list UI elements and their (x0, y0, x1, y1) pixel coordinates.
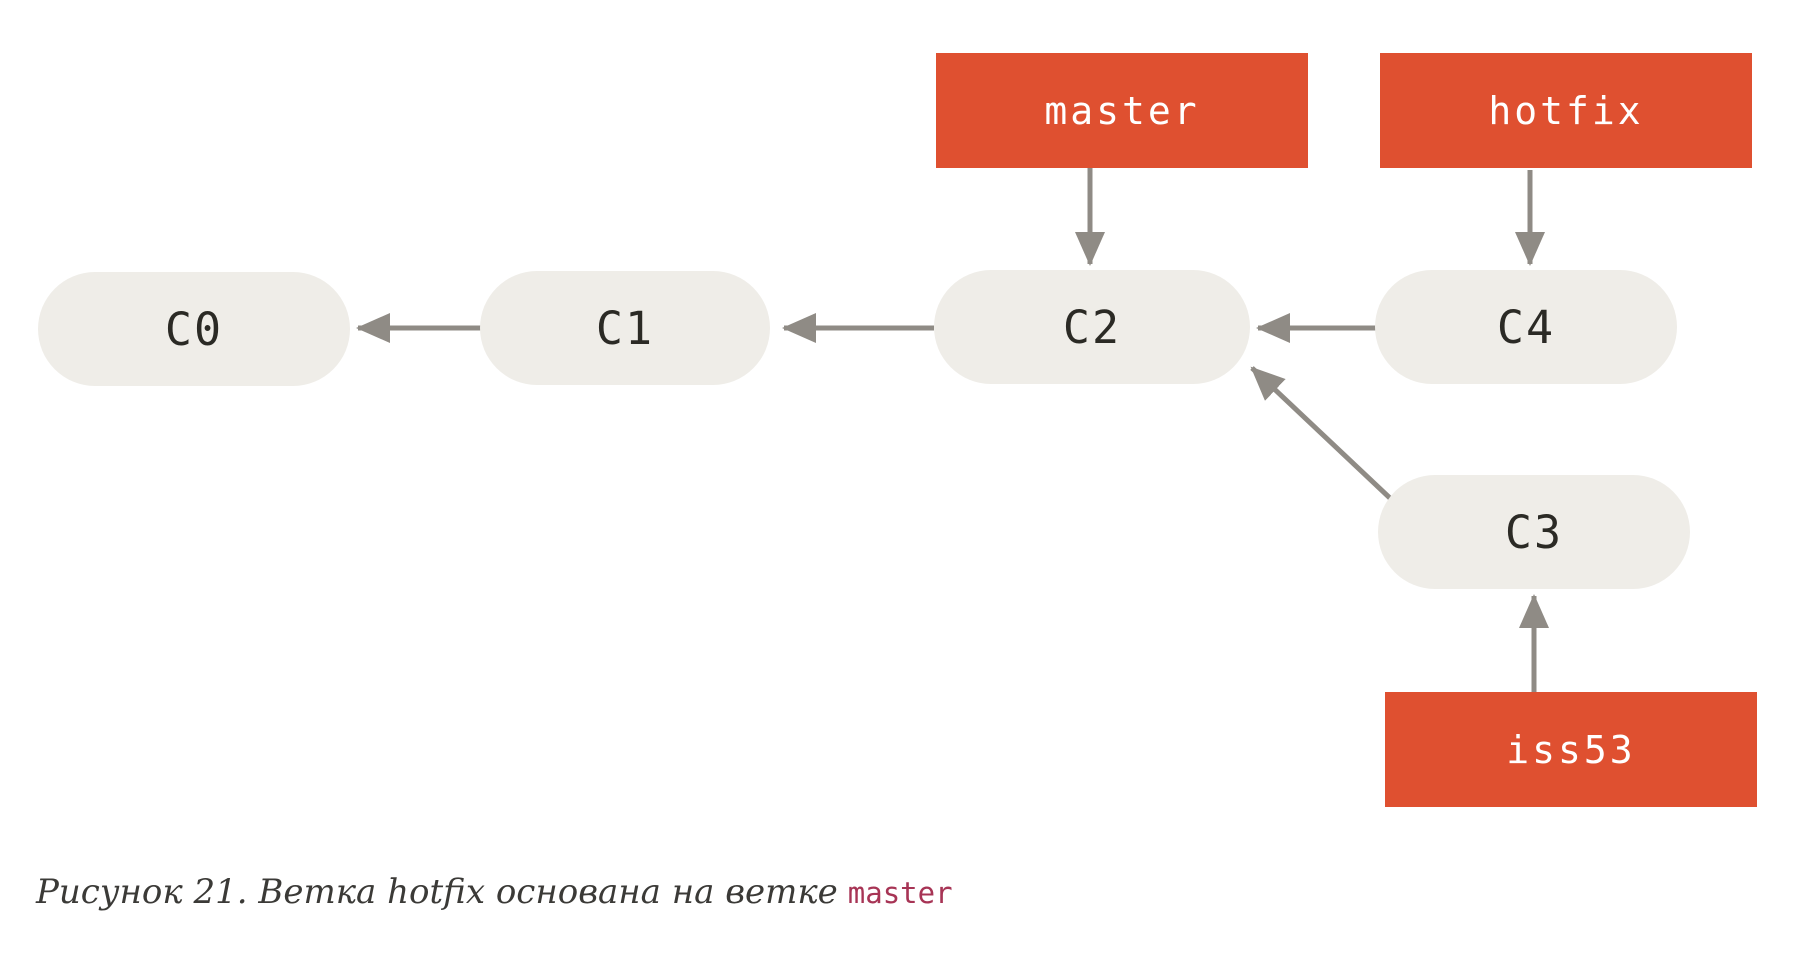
branch-label-hotfix: hotfix (1380, 53, 1752, 168)
figure-caption-code: master (847, 876, 953, 910)
figure-caption: Рисунок 21. Ветка hotfix основана на вет… (36, 872, 953, 912)
branch-label-master-text: master (1044, 88, 1200, 133)
branch-label-iss53: iss53 (1385, 692, 1757, 807)
figure-caption-text: Рисунок 21. Ветка hotfix основана на вет… (36, 872, 838, 912)
commit-node-c2-text: C2 (1062, 300, 1122, 354)
commit-node-c1: C1 (480, 271, 770, 385)
commit-node-c3-text: C3 (1504, 505, 1564, 559)
branch-label-iss53-text: iss53 (1506, 727, 1636, 772)
commit-node-c4-text: C4 (1496, 300, 1556, 354)
arrow-c3-to-c2 (1250, 366, 1394, 502)
branch-label-master: master (936, 53, 1308, 168)
commit-node-c2: C2 (934, 270, 1250, 384)
commit-node-c0-text: C0 (164, 302, 224, 356)
commit-node-c0: C0 (38, 272, 350, 386)
commit-node-c3: C3 (1378, 475, 1690, 589)
commit-node-c1-text: C1 (595, 301, 655, 355)
commit-node-c4: C4 (1375, 270, 1677, 384)
branch-label-hotfix-text: hotfix (1488, 88, 1644, 133)
